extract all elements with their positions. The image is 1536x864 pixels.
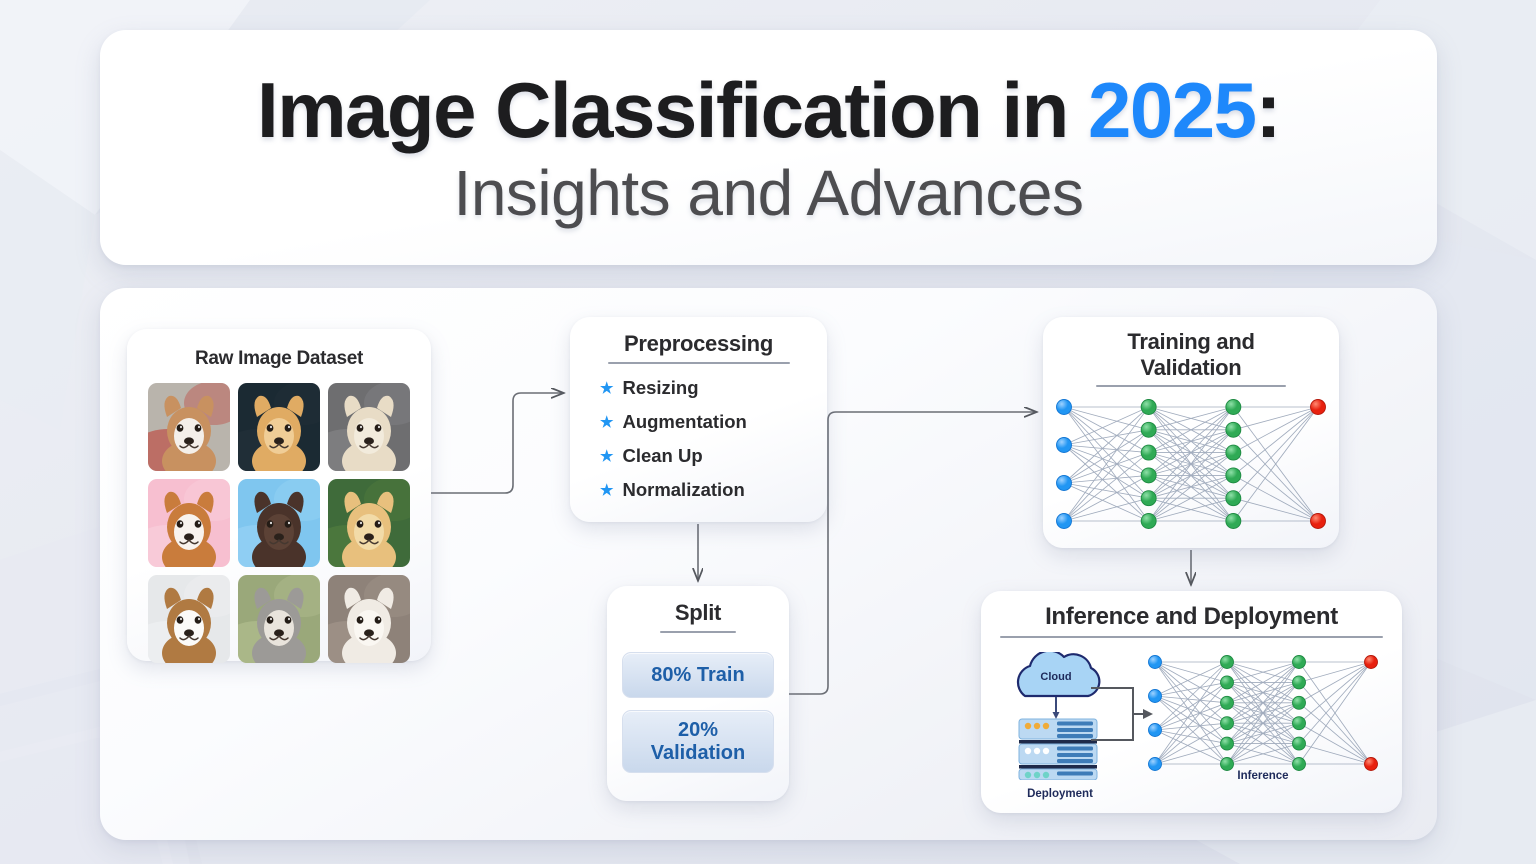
split-title: Split bbox=[674, 600, 722, 625]
raw-image-dataset-panel: Raw Image Dataset bbox=[127, 329, 431, 663]
title-card: Image Classification in 2025: Insights a… bbox=[100, 30, 1437, 265]
preprocessing-item-3: ★ Normalization bbox=[600, 479, 827, 501]
network-node-l2-0 bbox=[1292, 655, 1306, 669]
network-node-l0-0 bbox=[1056, 399, 1072, 415]
network-node-l1-4 bbox=[1220, 736, 1234, 751]
network-node-l3-0 bbox=[1310, 399, 1326, 415]
split-panel: Split 80% Train 20%Validation bbox=[607, 586, 789, 801]
network-node-l1-2 bbox=[1220, 695, 1234, 710]
validation-split-chip[interactable]: 20%Validation bbox=[622, 710, 774, 774]
network-node-l3-0 bbox=[1364, 655, 1378, 669]
network-edges bbox=[1063, 406, 1319, 522]
deployment-to-inference-connector bbox=[1091, 687, 1153, 741]
inference-deployment-title: Inference and Deployment bbox=[1045, 603, 1338, 630]
network-node-l0-3 bbox=[1148, 757, 1162, 771]
inference-title-rule bbox=[1000, 636, 1383, 638]
page-title-colon: : bbox=[1255, 66, 1281, 155]
training-neural-network-diagram bbox=[1043, 393, 1339, 535]
page-title-main: Image Classification in bbox=[257, 66, 1088, 155]
page-title: Image Classification in 2025: bbox=[257, 70, 1281, 151]
dataset-image-5 bbox=[328, 479, 410, 567]
star-bullet-icon: ★ bbox=[600, 413, 614, 431]
inference-neural-network-diagram bbox=[1143, 648, 1383, 783]
page-subtitle: Insights and Advances bbox=[453, 157, 1084, 230]
deployment-group: Cloud Deployment bbox=[999, 649, 1121, 800]
workflow-card: Raw Image Dataset bbox=[100, 288, 1437, 840]
network-node-l1-1 bbox=[1140, 421, 1157, 438]
preprocessing-title-rule bbox=[607, 362, 790, 364]
dataset-image-3 bbox=[148, 479, 230, 567]
network-node-l2-1 bbox=[1225, 421, 1242, 438]
split-title-rule bbox=[660, 631, 736, 633]
network-node-l3-1 bbox=[1310, 513, 1326, 529]
network-edges bbox=[1154, 661, 1372, 765]
network-node-l3-1 bbox=[1364, 757, 1378, 771]
server-rack-3 bbox=[1018, 768, 1098, 781]
dataset-image-0 bbox=[148, 383, 230, 471]
network-node-l2-1 bbox=[1292, 675, 1306, 690]
preprocessing-item-label: Normalization bbox=[622, 479, 745, 500]
inference-network-group: Inference bbox=[1143, 648, 1383, 782]
network-node-l2-2 bbox=[1225, 444, 1242, 461]
server-rack-1 bbox=[1018, 718, 1098, 740]
network-node-l0-1 bbox=[1148, 689, 1162, 703]
dataset-title: Raw Image Dataset bbox=[194, 348, 364, 369]
page-title-year: 2025 bbox=[1087, 66, 1257, 155]
network-node-l1-0 bbox=[1220, 655, 1234, 669]
server-rack-2 bbox=[1018, 743, 1098, 765]
network-node-l1-0 bbox=[1140, 399, 1157, 415]
network-node-l1-5 bbox=[1220, 757, 1234, 771]
network-node-l2-3 bbox=[1292, 716, 1306, 731]
preprocessing-item-2: ★ Clean Up bbox=[600, 445, 827, 467]
preprocessing-title: Preprocessing bbox=[624, 331, 773, 356]
training-title-rule bbox=[1096, 385, 1286, 388]
cloud-label: Cloud bbox=[1040, 671, 1071, 683]
inference-deployment-panel: Inference and Deployment bbox=[981, 591, 1402, 813]
dataset-image-1 bbox=[238, 383, 320, 471]
inference-network-label: Inference bbox=[1237, 770, 1289, 782]
dataset-image-4 bbox=[238, 479, 320, 567]
network-node-l2-4 bbox=[1225, 490, 1242, 507]
network-node-l0-0 bbox=[1148, 655, 1162, 669]
network-node-l0-2 bbox=[1148, 723, 1162, 737]
network-node-l0-2 bbox=[1056, 475, 1072, 491]
network-node-l1-3 bbox=[1220, 716, 1234, 731]
inference-body: Cloud Deployment bbox=[981, 638, 1402, 800]
network-node-l1-1 bbox=[1220, 675, 1234, 690]
network-node-l0-3 bbox=[1056, 513, 1072, 529]
network-node-l0-1 bbox=[1056, 437, 1072, 453]
star-bullet-icon: ★ bbox=[600, 447, 614, 465]
preprocessing-item-label: Clean Up bbox=[622, 445, 703, 466]
network-node-l2-5 bbox=[1225, 513, 1242, 529]
preprocessing-step-list: ★ Resizing ★ Augmentation ★ Clean Up ★ Normaliz… bbox=[600, 377, 827, 501]
network-node-l1-2 bbox=[1140, 444, 1157, 461]
deployment-label: Deployment bbox=[1027, 788, 1093, 800]
train-split-chip[interactable]: 80% Train bbox=[622, 652, 774, 699]
network-node-l2-2 bbox=[1292, 695, 1306, 710]
network-node-l2-5 bbox=[1292, 757, 1306, 771]
network-node-l1-3 bbox=[1140, 467, 1157, 484]
dataset-image-7 bbox=[238, 575, 320, 663]
preprocessing-panel: Preprocessing ★ Resizing ★ Augmentation ★ Cle… bbox=[570, 317, 827, 522]
network-node-l1-5 bbox=[1140, 513, 1157, 529]
cloud-icon bbox=[1016, 649, 1101, 698]
dataset-image-8 bbox=[328, 575, 410, 663]
dataset-image-6 bbox=[148, 575, 230, 663]
preprocessing-item-1: ★ Augmentation bbox=[600, 411, 827, 433]
star-bullet-icon: ★ bbox=[600, 379, 614, 397]
dog-image-grid bbox=[127, 383, 431, 663]
cloud-server-illustration: Cloud bbox=[1016, 649, 1101, 781]
network-node-l2-4 bbox=[1292, 736, 1306, 751]
star-bullet-icon: ★ bbox=[600, 481, 614, 499]
preprocessing-item-label: Augmentation bbox=[622, 411, 747, 432]
preprocessing-item-0: ★ Resizing bbox=[600, 377, 827, 399]
network-node-l1-4 bbox=[1140, 490, 1157, 507]
network-node-l2-0 bbox=[1225, 399, 1242, 415]
dataset-image-2 bbox=[328, 383, 410, 471]
preprocessing-item-label: Resizing bbox=[622, 377, 699, 398]
network-node-l2-3 bbox=[1225, 467, 1242, 484]
